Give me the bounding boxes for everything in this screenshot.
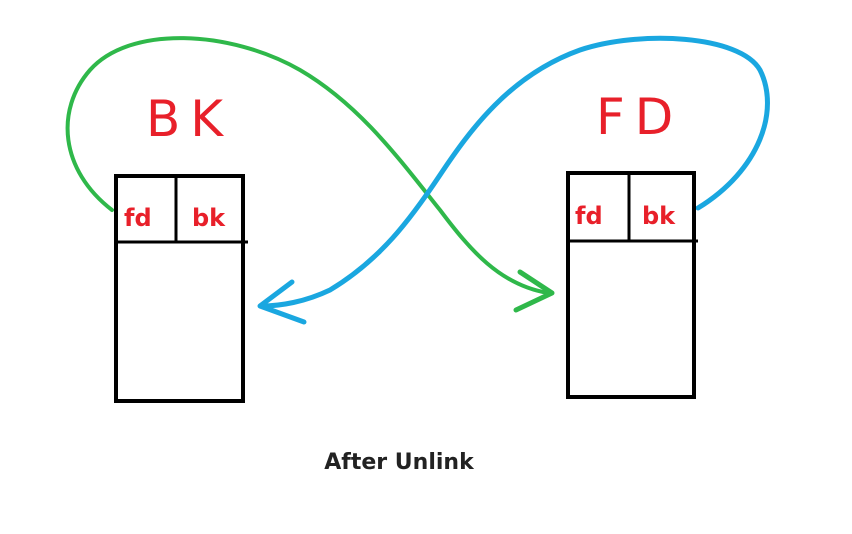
- left-fd-field: fd: [124, 204, 152, 232]
- green-fd-pointer: [65, 36, 550, 295]
- right-bk-field: bk: [642, 202, 676, 230]
- diagram-caption: After Unlink: [324, 450, 474, 475]
- left-chunk: fd bk: [114, 174, 248, 403]
- blue-arrowhead: [257, 279, 307, 325]
- green-arrowhead: [513, 269, 555, 313]
- left-chunk-label: BK: [146, 90, 233, 148]
- right-chunk-box: [566, 171, 696, 399]
- left-bk-field: bk: [192, 204, 226, 232]
- right-fd-field: fd: [575, 202, 603, 230]
- left-chunk-box: [114, 174, 245, 403]
- right-chunk-label: FD: [596, 88, 683, 146]
- right-chunk: fd bk: [566, 171, 698, 399]
- blue-bk-pointer: [259, 35, 770, 309]
